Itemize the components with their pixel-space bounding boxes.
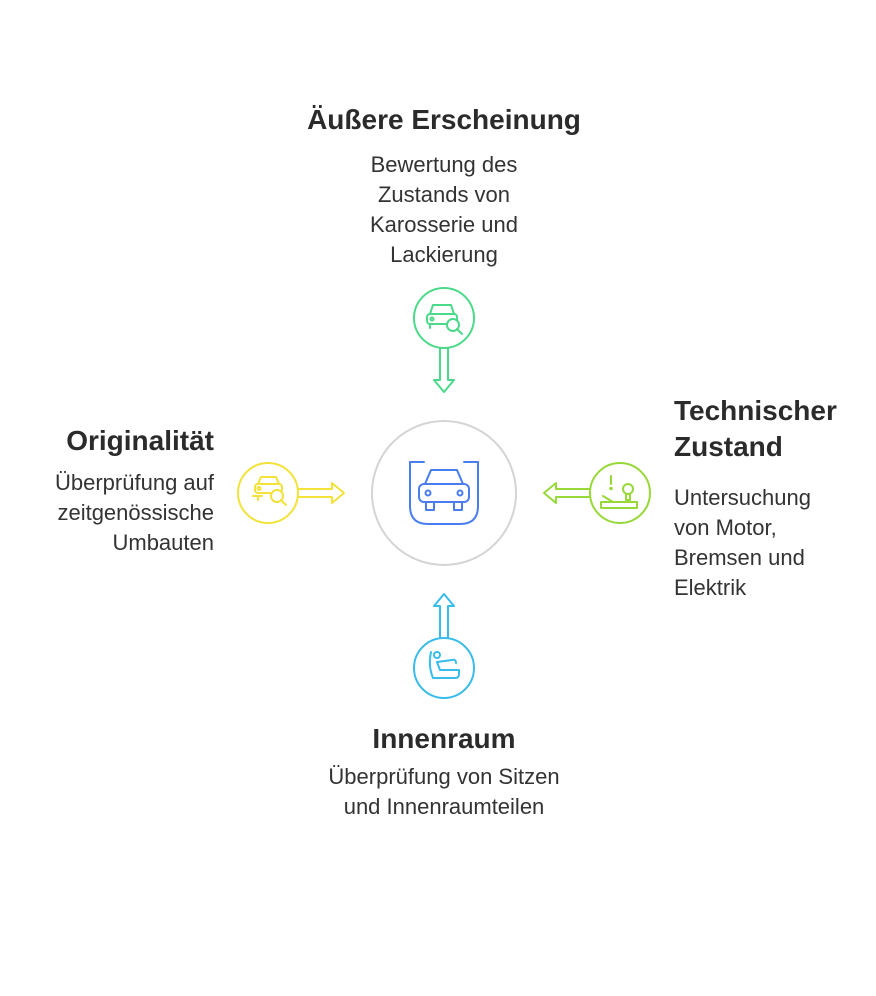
car-search-icon <box>426 304 463 335</box>
right-title: Technischer Zustand <box>674 395 837 462</box>
car-key-search-icon <box>252 476 287 506</box>
center-ring <box>371 420 517 566</box>
top-pin-arrow <box>413 287 475 393</box>
bottom-pin-arrow <box>413 593 475 699</box>
bottom-title: Innenraum <box>372 723 516 754</box>
left-title: Originalität <box>66 425 214 456</box>
right-description: Untersuchung von Motor, Bremsen und Elek… <box>674 485 811 600</box>
right-node <box>543 462 651 524</box>
right-pin-arrow <box>543 462 651 524</box>
left-description: Überprüfung auf zeitgenössische Umbauten <box>55 470 214 555</box>
left-pin-arrow <box>237 462 345 524</box>
car-seat-icon <box>428 651 460 679</box>
bottom-description: Überprüfung von Sitzen und Innenraumteil… <box>328 764 560 819</box>
top-title: Äußere Erscheinung <box>307 104 581 135</box>
top-description: Bewertung des Zustands von Karosserie un… <box>370 152 518 267</box>
engine-warning-icon <box>600 475 638 509</box>
left-node <box>237 462 345 524</box>
top-node <box>413 287 475 393</box>
car-inspection-icon <box>409 461 479 525</box>
bottom-node <box>413 593 475 699</box>
center-hub <box>371 420 517 566</box>
